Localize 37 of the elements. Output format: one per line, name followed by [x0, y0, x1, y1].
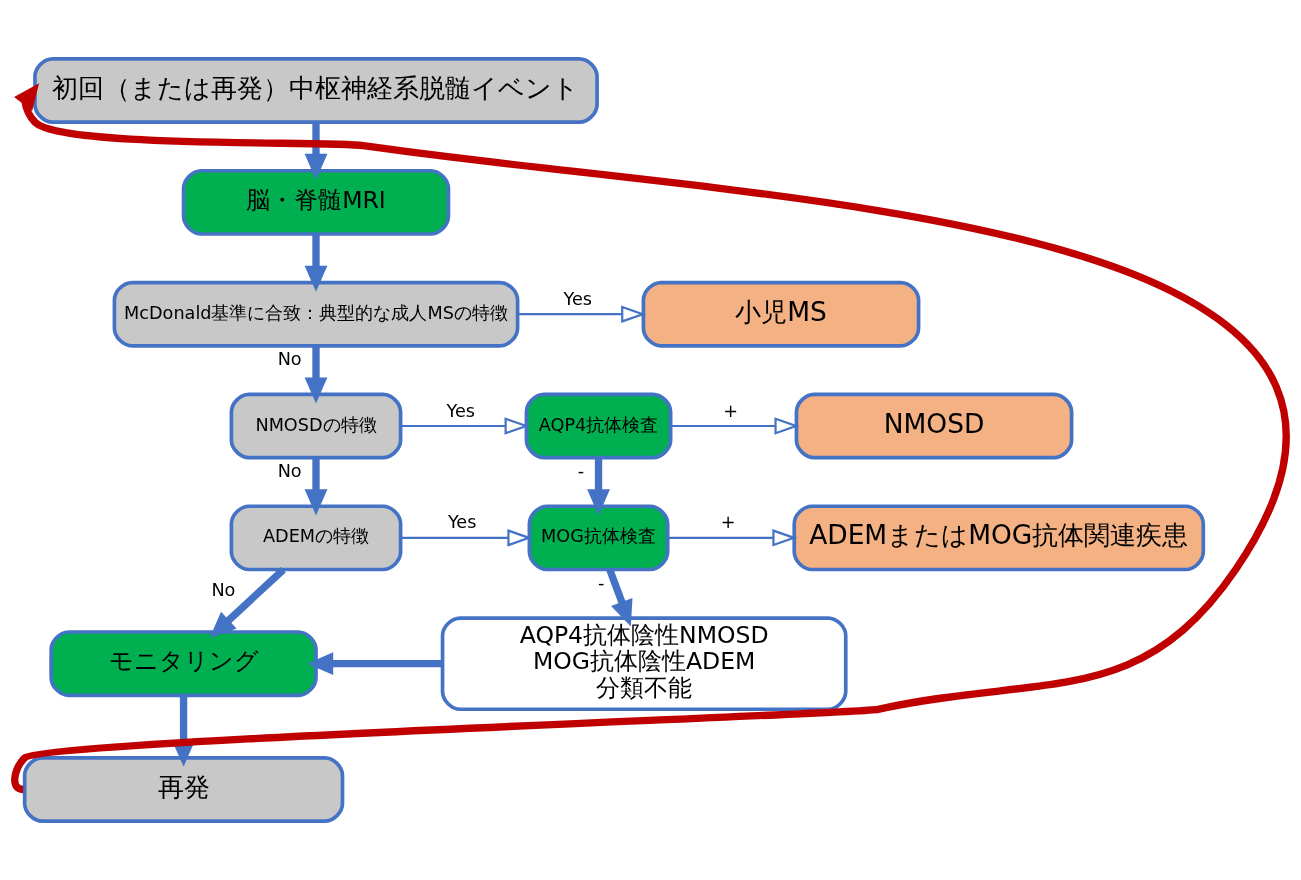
node-box: McDonald基準に合致：典型的な成人MSの特徴	[112, 280, 520, 348]
edge-label: Yes	[447, 512, 477, 533]
node-box: ADEMの特徴	[229, 504, 403, 572]
edge-label: Yes	[563, 288, 592, 309]
node-box: AQP4抗体検査	[524, 392, 673, 460]
edge-label: -	[597, 572, 605, 593]
arrow	[304, 234, 328, 292]
node-box: NMOSDの特徴	[229, 392, 403, 460]
node-box: 小児MS	[641, 280, 921, 348]
arrow	[670, 417, 800, 435]
arrow	[14, 83, 1289, 791]
edge-label: +	[723, 400, 739, 421]
arrow	[400, 529, 533, 547]
arrow	[304, 457, 328, 516]
node-box: 初回（または再発）中枢神経系脱髄イベント	[33, 57, 599, 124]
arrow	[517, 305, 647, 323]
edge-label: +	[720, 512, 736, 533]
arrow	[209, 567, 286, 638]
edge-label: No	[277, 461, 302, 482]
node-box: モニタリング	[49, 630, 318, 698]
arrow	[304, 122, 328, 180]
node-box: MOG抗体検査	[527, 504, 670, 572]
arrow	[606, 568, 633, 627]
edge-label: Yes	[446, 400, 475, 421]
edge-label: -	[577, 461, 585, 482]
node-box: 再発	[22, 756, 345, 823]
arrow	[400, 417, 530, 435]
arrow	[304, 346, 328, 404]
edge-label: No	[211, 579, 236, 600]
node-box: NMOSD	[794, 392, 1074, 460]
arrow	[587, 457, 610, 516]
node-box: AQP4抗体陰性NMOSD MOG抗体陰性ADEM 分類不能	[440, 616, 848, 712]
edge-label: No	[277, 349, 302, 370]
arrow	[667, 529, 798, 547]
node-box: ADEMまたはMOG抗体関連疾患	[792, 504, 1206, 572]
arrow	[307, 652, 443, 676]
node-box: 脳・脊髄MRI	[181, 168, 451, 236]
